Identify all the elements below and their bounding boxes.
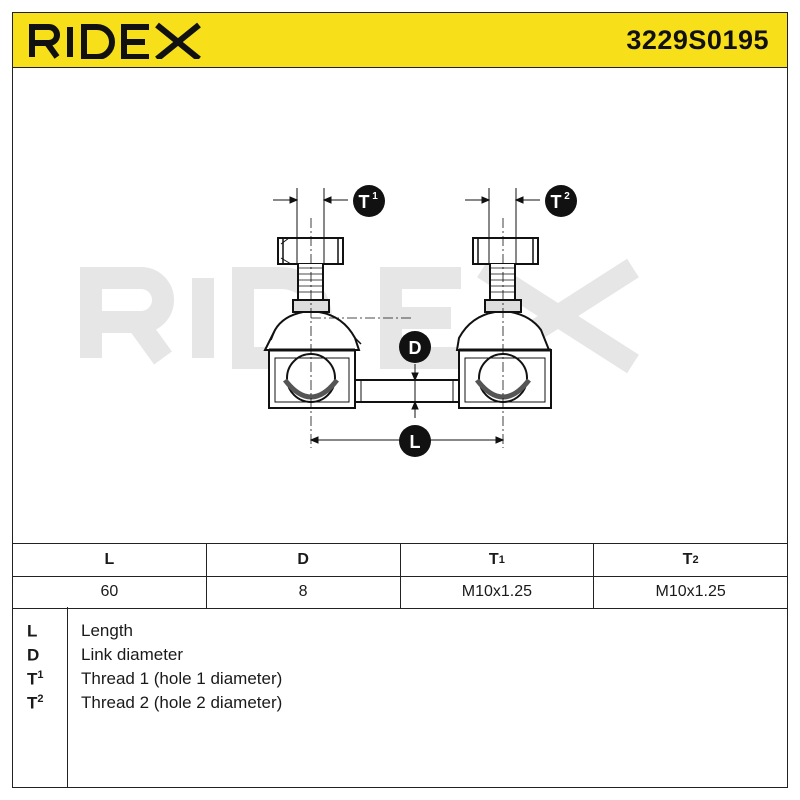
l-callout: L [399,425,431,457]
d-callout-label: D [409,338,422,358]
legend-key: T1 [27,669,44,689]
header-cell-l: L [13,544,207,576]
t2-callout: T 2 [545,185,577,217]
part-number: 3229S0195 [626,25,769,55]
value-cell-t1: M10x1.25 [401,576,595,608]
technical-drawing: T 1 T 2 D [13,68,787,543]
t1-callout-sup: 1 [372,191,378,202]
header-cell-d: D [207,544,401,576]
stabilizer-link-diagram: T 1 T 2 D [80,185,639,457]
link-rod [354,379,460,403]
legend-item: D Link diameter [13,645,787,669]
spec-table-values: 60 8 M10x1.25 M10x1.25 [13,576,787,608]
legend-text: Thread 2 (hole 2 diameter) [81,693,283,712]
right-ball-joint [455,218,552,448]
legend-text: Link diameter [81,645,184,664]
d-dimension [411,364,419,418]
t1-callout-label: T [359,192,370,212]
legend-key: T2 [27,693,44,713]
t1-callout: T 1 [353,185,385,217]
value-cell-t2: M10x1.25 [655,583,726,600]
t2-callout-label: T [551,192,562,212]
header-bar: 3229S0195 [13,13,787,68]
l-dimension [309,436,505,444]
legend-item: L Length [13,621,787,645]
d-callout: D [399,331,431,363]
legend-item: T2 Thread 2 (hole 2 diameter) [13,693,787,717]
t1-dimension [273,188,348,264]
legend-text: Length [81,621,133,640]
t2-dimension [465,188,540,264]
legend-divider [67,607,68,787]
legend: L Length D Link diameter T1 Thread 1 (ho… [13,607,787,787]
legend-item: T1 Thread 1 (hole 1 diameter) [13,669,787,693]
legend-key: D [27,645,40,665]
left-ball-joint [263,218,411,448]
l-callout-label: L [410,432,421,452]
drawing-frame: 3229S0195 [12,12,788,788]
ridex-logo [29,22,201,59]
legend-text: Thread 1 (hole 1 diameter) [81,669,283,688]
value-cell-l: 60 [13,576,207,608]
value-cell-d: 8 [207,576,401,608]
t2-callout-sup: 2 [564,191,570,202]
legend-key: L [27,621,38,641]
